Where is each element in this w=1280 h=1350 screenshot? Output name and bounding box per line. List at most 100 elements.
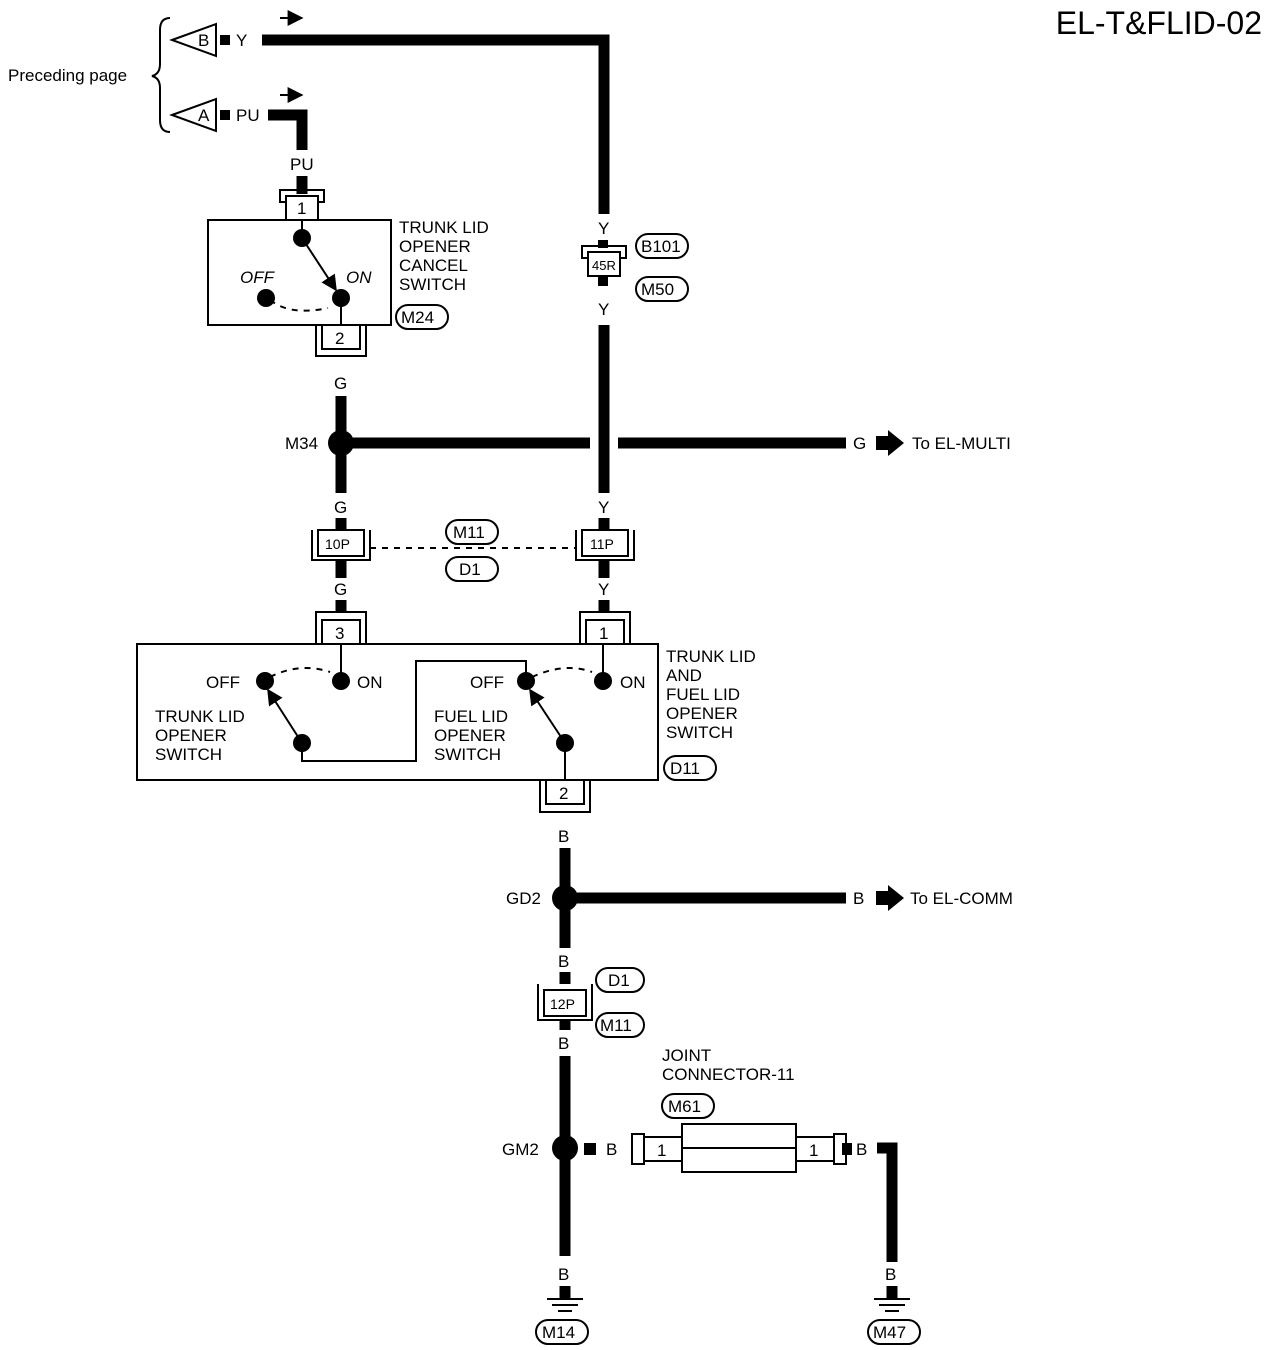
svg-text:FUEL LID: FUEL LID xyxy=(666,685,740,704)
offpage-connector-a: A xyxy=(169,97,217,133)
svg-text:SWITCH: SWITCH xyxy=(434,745,501,764)
wire-color-y-2: Y xyxy=(598,300,609,319)
svg-text:M11: M11 xyxy=(600,1016,632,1035)
wire-color-pu-top: PU xyxy=(236,106,260,125)
wire-color-b-5: B xyxy=(856,1140,867,1159)
wire-color-g-multi: G xyxy=(853,434,866,453)
wire-color-y-4: Y xyxy=(598,580,609,599)
arrow-to-el-comm xyxy=(876,885,904,911)
svg-text:B: B xyxy=(198,31,209,50)
to-el-multi-label: To EL-MULTI xyxy=(912,434,1011,453)
svg-text:11P: 11P xyxy=(590,536,614,552)
svg-text:OFF: OFF xyxy=(240,268,276,287)
svg-text:CANCEL: CANCEL xyxy=(399,256,468,275)
svg-text:M24: M24 xyxy=(401,308,434,327)
svg-text:1: 1 xyxy=(657,1141,666,1160)
svg-text:M14: M14 xyxy=(542,1323,575,1342)
trunk-lid-opener-cancel-switch: 1 OFF ON 2 TRUNK LID OPENER CANCEL SWITC… xyxy=(207,189,489,357)
svg-text:TRUNK LID: TRUNK LID xyxy=(666,647,756,666)
svg-text:M11: M11 xyxy=(453,523,485,542)
connector-12p: 12P xyxy=(537,984,593,1021)
svg-text:SWITCH: SWITCH xyxy=(399,275,466,294)
wire-color-b-comm: B xyxy=(853,889,864,908)
svg-text:FUEL LID: FUEL LID xyxy=(434,707,508,726)
svg-text:OPENER: OPENER xyxy=(399,237,471,256)
svg-text:3: 3 xyxy=(335,624,344,643)
wire-color-y-1: Y xyxy=(598,219,609,238)
svg-text:D1: D1 xyxy=(459,560,481,579)
svg-text:M47: M47 xyxy=(873,1323,906,1342)
svg-text:OFF: OFF xyxy=(470,673,504,692)
ref-d11: D11 xyxy=(663,755,717,781)
arrow-to-el-multi xyxy=(876,430,904,456)
wire-color-y-3: Y xyxy=(598,498,609,517)
svg-text:1: 1 xyxy=(297,199,306,218)
connector-11p: 11P xyxy=(575,529,635,561)
wire-color-g-2: G xyxy=(334,498,347,517)
wire-color-g-3: G xyxy=(334,580,347,599)
svg-text:ON: ON xyxy=(346,268,372,287)
preceding-page-label: Preceding page xyxy=(8,66,127,85)
svg-text:M61: M61 xyxy=(668,1097,701,1116)
joint-connector-label-1: JOINT xyxy=(662,1046,711,1065)
ref-m61: M61 xyxy=(661,1093,715,1119)
wire-color-b-1: B xyxy=(558,827,569,846)
ref-m14: M14 xyxy=(535,1319,589,1345)
splice-gm2-label: GM2 xyxy=(502,1140,539,1159)
svg-text:TRUNK LID: TRUNK LID xyxy=(399,218,489,237)
ref-b101: B101 xyxy=(635,233,689,259)
svg-text:10P: 10P xyxy=(325,536,350,552)
diagram-code: EL-T&FLID-02 xyxy=(1056,5,1262,41)
preceding-page-brace xyxy=(151,17,171,133)
wire-color-b-7: B xyxy=(885,1265,896,1284)
to-el-comm-label: To EL-COMM xyxy=(910,889,1013,908)
svg-text:1: 1 xyxy=(599,624,608,643)
svg-text:OPENER: OPENER xyxy=(155,726,227,745)
ref-d1-upper: D1 xyxy=(445,556,499,582)
connector-45r: 45R xyxy=(581,240,627,286)
wire-b-to-m47 xyxy=(877,1142,898,1262)
trunk-and-fuel-lid-opener-switch: 3 1 OFF ON TRUNK LID OPENER SWITCH OFF O… xyxy=(136,611,756,813)
connector-10p: 10P xyxy=(311,529,371,561)
ref-m50: M50 xyxy=(635,276,689,302)
ref-m24: M24 xyxy=(395,304,449,330)
svg-text:12P: 12P xyxy=(550,996,575,1012)
splice-gd2-label: GD2 xyxy=(506,889,541,908)
svg-text:2: 2 xyxy=(559,784,568,803)
joint-connector-11: 1 1 xyxy=(631,1123,847,1173)
ref-m11-upper: M11 xyxy=(445,519,499,545)
svg-text:ON: ON xyxy=(357,673,383,692)
svg-text:SWITCH: SWITCH xyxy=(666,723,733,742)
wire-color-g-1: G xyxy=(334,374,347,393)
svg-text:OFF: OFF xyxy=(206,673,240,692)
wire-color-b-4: B xyxy=(606,1140,617,1159)
offpage-connector-b: B xyxy=(169,22,217,58)
splice-m34-label: M34 xyxy=(285,434,318,453)
svg-text:1: 1 xyxy=(809,1141,818,1160)
ref-m47: M47 xyxy=(867,1319,921,1345)
svg-text:AND: AND xyxy=(666,666,702,685)
joint-connector-label-2: CONNECTOR-11 xyxy=(662,1065,795,1084)
wire-color-y-top: Y xyxy=(236,31,247,50)
svg-text:OPENER: OPENER xyxy=(666,704,738,723)
svg-text:45R: 45R xyxy=(592,258,616,273)
svg-text:SWITCH: SWITCH xyxy=(155,745,222,764)
ground-m47-icon xyxy=(874,1298,910,1312)
svg-text:OPENER: OPENER xyxy=(434,726,506,745)
svg-text:M50: M50 xyxy=(641,280,674,299)
svg-text:TRUNK LID: TRUNK LID xyxy=(155,707,245,726)
svg-text:D11: D11 xyxy=(670,759,700,778)
svg-text:2: 2 xyxy=(335,329,344,348)
ref-m11-lower: M11 xyxy=(595,1012,645,1038)
wire-y-top xyxy=(262,34,610,214)
svg-text:B101: B101 xyxy=(641,237,681,256)
wire-color-b-6: B xyxy=(558,1265,569,1284)
svg-text:ON: ON xyxy=(620,673,646,692)
svg-text:A: A xyxy=(198,106,210,125)
wire-pu-top xyxy=(268,109,308,150)
wire-color-b-3: B xyxy=(558,1034,569,1053)
wire-color-b-2: B xyxy=(558,952,569,971)
splice-gm2 xyxy=(552,1135,578,1161)
svg-text:D1: D1 xyxy=(608,971,630,990)
